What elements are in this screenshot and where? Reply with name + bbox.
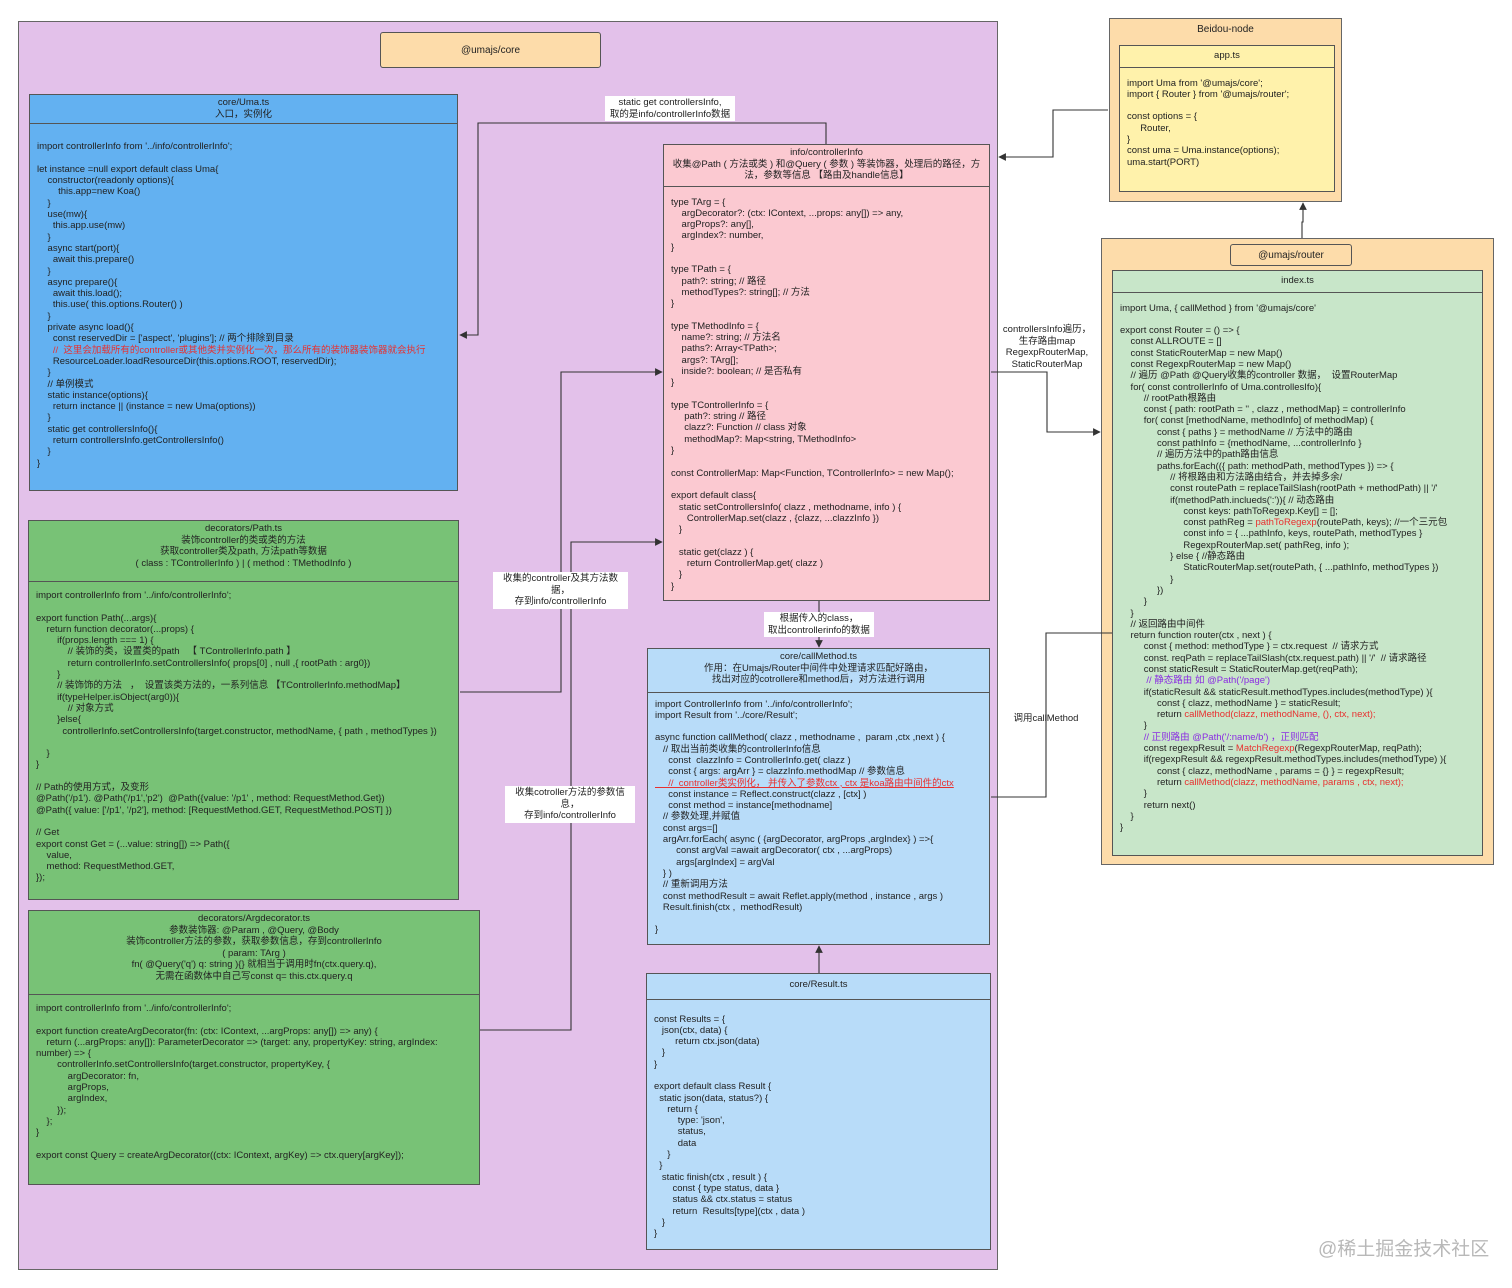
watermark-text: @稀土掘金技术社区 (1318, 1239, 1490, 1260)
router-code-l6-red: callMethod(clazz, methodName, (), ctx, n… (1184, 709, 1376, 721)
uma-code-part-b: ResourceLoader.loadResourceDir(this.opti… (37, 355, 337, 469)
result-ts-header: core/Result.ts (647, 974, 990, 1000)
controllerinfo-box: info/controllerInfo 收集@Path ( 方法或类 ) 和@Q… (663, 144, 990, 601)
callmethod-code-part-a: import ControllerInfo from '../info/cont… (655, 698, 945, 778)
router-code-l11a: return (1120, 776, 1185, 788)
router-code-import: import Uma, { callMethod } from '@umajs/… (1120, 302, 1316, 314)
callmethod-code-comment-red: // controller类实例化， 并传入了参数ctx , ctx 是koa路… (655, 777, 954, 789)
edge-router-to-app (1299, 202, 1307, 238)
router-code-l2b: (routePath, keys); //一个三元包 (1316, 517, 1448, 529)
router-code-l5: if(staticResult && staticResult.methodTy… (1143, 686, 1433, 709)
path-ts-box: decorators/Path.ts 装饰controller的类或类的方法 获… (28, 520, 459, 900)
app-ts-code: import Uma from '@umajs/core'; import { … (1127, 77, 1290, 168)
router-code-l2a: const pathReg = (1120, 517, 1256, 529)
beidou-node-title: Beidou-node (1197, 24, 1254, 35)
umajs-core-title: @umajs/core (380, 32, 601, 68)
router-index-ts-code: import Uma, { callMethod } from '@umajs/… (1113, 293, 1482, 840)
edge-label-get-controllers: static get controllersInfo, 取的是info/cont… (605, 96, 735, 121)
router-code-l9-red: MatchRegexp (1235, 743, 1295, 755)
controllerinfo-header: info/controllerInfo 收集@Path ( 方法或类 ) 和@Q… (664, 145, 989, 187)
controllerinfo-code: type TArg = { argDecorator?: (ctx: ICont… (671, 196, 954, 592)
edge-path-to-controllerinfo (460, 368, 663, 693)
router-code-l6a: return (1120, 709, 1185, 721)
argdecorator-ts-box: decorators/Argdecorator.ts 参数装饰器: @Param… (28, 910, 480, 1185)
edge-app-to-controllerinfo (998, 109, 1108, 161)
router-code-l9b: (RegexpRouterMap, reqPath); (1294, 743, 1422, 755)
router-code-l4-comment: // 静态路由 如 @Path('/page') (1120, 675, 1271, 687)
router-code-l10: if(regexpResult && regexpResult.methodTy… (1143, 754, 1447, 777)
router-code-l2-red: pathToRegexp (1255, 517, 1317, 529)
edge-controllerinfo-to-router-index (991, 371, 1101, 436)
app-ts-header: app.ts (1120, 46, 1334, 68)
uma-ts-code: import controllerInfo from '../info/cont… (30, 124, 457, 475)
edge-router-index-to-callmethod (991, 632, 1112, 798)
edge-label-collect-arg: 收集cotroller方法的参数信息， 存到info/controllerInf… (505, 786, 635, 823)
uma-code-comment-red: // 这里会加载所有的controller或其他类并实例化一次，那么所有的装饰器… (37, 344, 426, 356)
result-ts-box: core/Result.ts const Results = { json(ct… (646, 973, 991, 1250)
edge-label-by-class: 根据传入的class， 取出controllerinfo的数据 (764, 612, 874, 637)
path-ts-header: decorators/Path.ts 装饰controller的类或类的方法 获… (29, 521, 458, 582)
callmethod-code-part-b: const instance = Reflect.construct(clazz… (655, 788, 944, 936)
edge-label-call-method: 调用callMethod (1013, 713, 1079, 724)
edge-controllerinfo-to-uma (459, 122, 827, 339)
uma-ts-header: core/Uma.ts 入口，实例化 (30, 95, 457, 124)
router-index-ts-header: index.ts (1113, 271, 1482, 293)
edge-label-traverse: controllersInfo遍历， 生存路由map RegexpRouterM… (1002, 324, 1092, 370)
callmethod-header: core/callMethod.ts 作用：在Umajs/Router中间件中处… (648, 649, 989, 693)
router-code-l3: const info = { ...pathInfo, keys, routeP… (1130, 528, 1439, 675)
router-code-l9a: const regexpResult = (1120, 743, 1236, 755)
router-code-l1: export const Router = () => { const ALLR… (1120, 325, 1438, 517)
router-index-ts-box: index.ts import Uma, { callMethod } from… (1112, 270, 1483, 856)
router-code-l12: } return next() } } (1120, 788, 1196, 834)
argdecorator-ts-code: import controllerInfo from '../info/cont… (36, 1003, 438, 1161)
router-code-l11-red: callMethod(clazz, methodName, params , c… (1184, 776, 1404, 788)
router-code-l7: } (1120, 720, 1147, 732)
result-ts-code: const Results = { json(ctx, data) { retu… (654, 1013, 805, 1240)
uma-ts-box: core/Uma.ts 入口，实例化 import controllerInfo… (29, 94, 458, 491)
app-ts-box: app.ts import Uma from '@umajs/core'; im… (1119, 45, 1335, 192)
callmethod-code: import ControllerInfo from '../info/cont… (648, 693, 989, 942)
path-ts-code: import controllerInfo from '../info/cont… (36, 590, 437, 884)
uma-code-part-a: import controllerInfo from '../info/cont… (37, 141, 294, 345)
edge-label-collect-path: 收集的controller及其方法数据， 存到info/controllerIn… (493, 572, 628, 609)
argdecorator-ts-header: decorators/Argdecorator.ts 参数装饰器: @Param… (29, 911, 479, 995)
router-code-l8-comment: // 正则路由 @Path('/:name/b') ，正则匹配 (1120, 731, 1319, 743)
callmethod-box: core/callMethod.ts 作用：在Umajs/Router中间件中处… (647, 648, 990, 945)
umajs-router-title: @umajs/router (1230, 244, 1352, 266)
